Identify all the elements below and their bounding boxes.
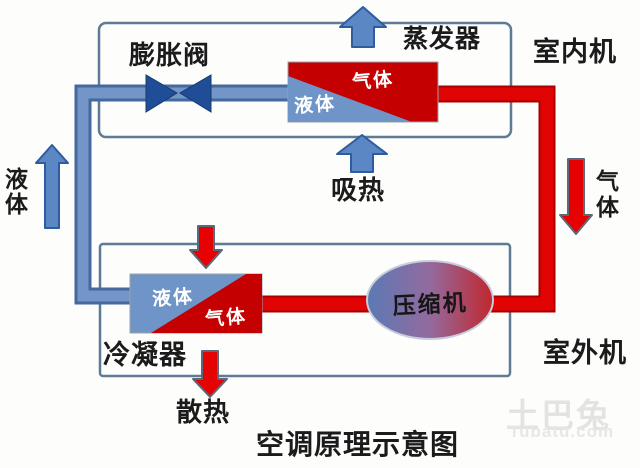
condenser-gas-label: 气体	[204, 306, 249, 331]
evaporator-airflow-up-arrow-icon	[339, 6, 387, 48]
condenser-label: 冷凝器	[103, 340, 187, 370]
expansion-valve-icon	[145, 74, 178, 113]
gas-pipe-upper	[436, 87, 554, 311]
indoor-unit-label: 室内机	[533, 37, 617, 67]
absorb-heat-label: 吸热	[331, 175, 386, 205]
indoor-unit-box	[97, 21, 513, 139]
liquid-flow-up-arrow-icon	[35, 144, 69, 229]
liquid-line-label: 液体	[5, 166, 28, 217]
evaporator-liquid-zone	[288, 76, 412, 122]
release-heat-label: 散热	[176, 397, 231, 427]
watermark-logo-cn: 土巴兔	[506, 397, 611, 434]
gas-line-label: 气体	[596, 168, 619, 220]
outdoor-unit-label: 室外机	[543, 338, 627, 368]
expansion-valve-label: 膨胀阀	[129, 40, 211, 70]
evaporator-label: 蒸发器	[403, 25, 482, 53]
expansion-valve-icon	[179, 74, 212, 113]
absorb-heat-up-arrow-icon	[336, 134, 388, 173]
condenser-inlet-down-arrow-icon	[189, 225, 223, 269]
evaporator-liquid-label: 液体	[293, 93, 337, 118]
evaporator-gas-label: 气体	[351, 69, 396, 94]
gas-flow-down-arrow-icon	[559, 158, 593, 235]
watermark-url: Tubatu.com	[509, 422, 615, 441]
diagram-title: 空调原理示意图	[256, 429, 460, 460]
liquid-pipe	[77, 87, 295, 302]
condenser-gas-zone	[151, 274, 262, 333]
condenser-liquid-label: 液体	[151, 286, 195, 311]
compressor-label: 压缩机	[391, 289, 469, 319]
liquid-pipe-outline	[74, 84, 295, 305]
compressor-ellipse	[366, 260, 494, 340]
release-heat-down-arrow-icon	[192, 350, 228, 398]
